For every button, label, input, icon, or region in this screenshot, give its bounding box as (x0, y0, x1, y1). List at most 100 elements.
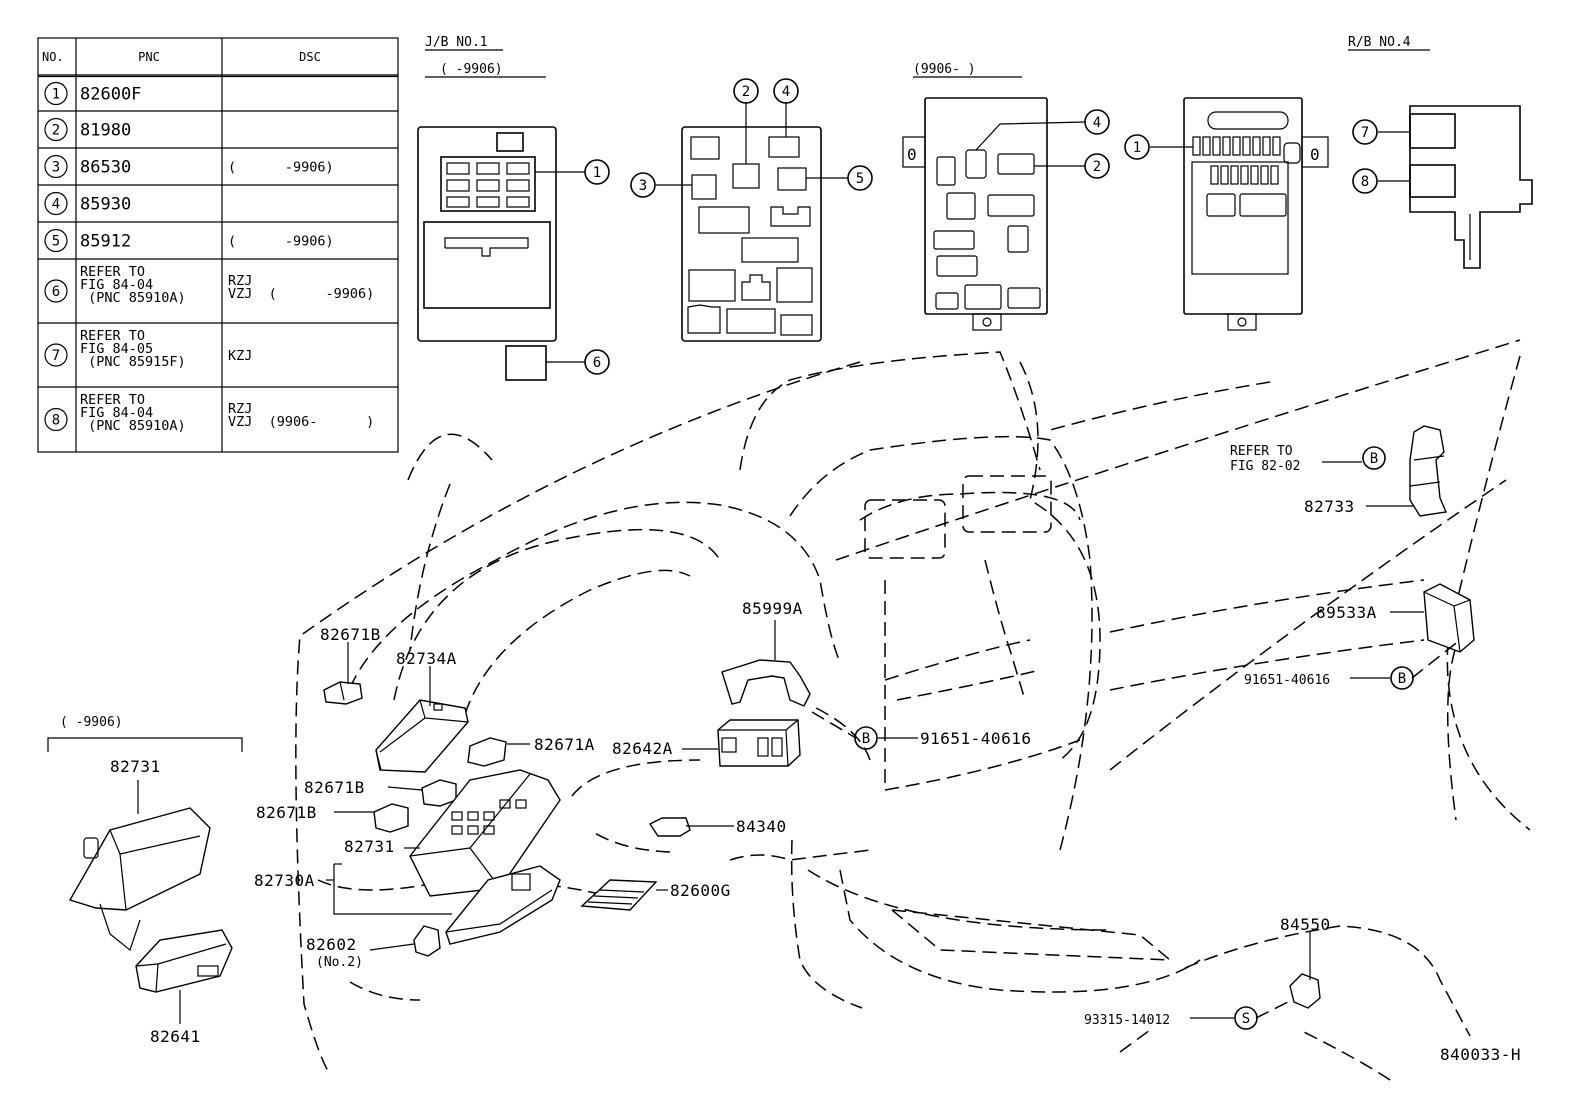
component-82734a (375, 699, 469, 773)
callout-4: 4 (773, 78, 799, 104)
label-82731-mid: 82731 (344, 837, 395, 856)
row-number: 8 (52, 413, 60, 429)
top-callouts (535, 102, 1410, 363)
row-number-circle (44, 228, 68, 253)
label-82731-left: 82731 (110, 757, 161, 776)
marker-b-top-right: B (1362, 446, 1386, 470)
label-91651-mid: 91651-40616 (920, 729, 1031, 748)
refer-line-2: FIG 82-02 (1230, 459, 1300, 474)
marker-b-mid: B (854, 726, 878, 750)
label-93315: 93315-14012 (1084, 1013, 1170, 1028)
row-dsc: VZJ ( -9906) (228, 286, 374, 302)
row-pnc: REFER TO (80, 392, 145, 408)
callout-8: 8 (1352, 168, 1378, 194)
row-pnc: (PNC 85915F) (80, 354, 186, 370)
marker-s: S (1234, 1006, 1258, 1030)
refer-line-1: REFER TO (1230, 444, 1293, 459)
callout-number: 8 (1361, 174, 1369, 190)
label-84550: 84550 (1280, 915, 1331, 934)
row-pnc: 86530 (80, 158, 131, 178)
callout-number: 1 (593, 165, 601, 181)
component-82671a (467, 737, 507, 767)
row-pnc: FIG 84-05 (80, 341, 153, 357)
label-82671b-low: 82671B (256, 803, 317, 822)
callout-number: 4 (782, 84, 790, 100)
label-82671a: 82671A (534, 735, 595, 754)
component-82671b-low (373, 803, 409, 833)
component-84340 (648, 817, 691, 837)
row-pnc: REFER TO (80, 264, 145, 280)
row-pnc: 82600F (80, 85, 141, 105)
jb-range-2: (9906- ) (913, 62, 976, 77)
callout-2: 2 (1084, 153, 1110, 179)
rb-no4-box (1409, 105, 1533, 269)
label-82642a: 82642A (612, 739, 673, 758)
marker-b-top-right-label: B (1370, 451, 1378, 467)
row-number: 2 (52, 123, 60, 139)
row-dsc: RZJ (228, 273, 252, 289)
callout-number: 2 (742, 84, 750, 100)
row-number: 7 (52, 348, 60, 364)
label-82602-sub: (No.2) (316, 955, 363, 970)
rb-no4-header: R/B NO.4 (1348, 35, 1411, 50)
row-number-circle (44, 117, 68, 142)
table-header-dsc: DSC (299, 50, 321, 64)
callout-1: 1 (584, 159, 610, 185)
table-row: 1 82600F (44, 81, 141, 106)
callout-number: 1 (1133, 140, 1141, 156)
callout-number: 6 (593, 355, 601, 371)
row-pnc: 81980 (80, 121, 131, 141)
marker-b-mid-label: B (862, 731, 870, 747)
callout-5: 5 (847, 165, 873, 191)
table-header-no: NO. (42, 50, 64, 64)
callout-number: 3 (639, 178, 647, 194)
label-82730a: 82730A (254, 871, 315, 890)
row-pnc: 85930 (80, 195, 131, 215)
callout-4: 4 (1084, 109, 1110, 135)
component-82730a-lower (445, 865, 561, 945)
component-82641 (135, 929, 233, 993)
callout-3: 3 (630, 172, 656, 198)
table-row: 4 85930 (44, 191, 131, 216)
label-85999a: 85999A (742, 599, 803, 618)
row-dsc: RZJ (228, 401, 252, 417)
label-91651-right: 91651-40616 (1244, 673, 1330, 688)
callout-number: 7 (1361, 125, 1369, 141)
jb-no1-header: J/B NO.1 (425, 35, 488, 50)
rb-center-box: 0 (1183, 97, 1329, 331)
left-inset-range: ( -9906) (60, 715, 123, 730)
callout-2: 2 (733, 78, 759, 104)
jb-late-box: 0 (902, 97, 1048, 331)
row-pnc: (PNC 85910A) (80, 418, 186, 434)
figure-code: 840033-H (1440, 1045, 1521, 1064)
label-82671b-mid: 82671B (304, 778, 365, 797)
label-82671b-top: 82671B (320, 625, 381, 644)
marker-s-label: S (1242, 1011, 1250, 1027)
marker-b-right-label: B (1398, 671, 1406, 687)
component-82602 (413, 925, 441, 957)
component-82642a (717, 719, 801, 767)
component-89533a (1423, 583, 1475, 653)
callout-6: 6 (584, 349, 610, 375)
row-pnc: 85912 (80, 232, 131, 252)
component-85999a (721, 659, 811, 707)
callout-circles: 1 6 3 2 4 5 4 2 1 7 8 (584, 78, 1378, 375)
row-number-circle (44, 407, 68, 432)
svg-text:0: 0 (907, 145, 917, 164)
label-82602: 82602 (306, 935, 357, 954)
row-number: 6 (52, 284, 60, 300)
row-pnc: REFER TO (80, 328, 145, 344)
row-number-circle (44, 191, 68, 216)
component-82671b-mid (421, 779, 457, 807)
label-84340: 84340 (736, 817, 787, 836)
callout-number: 2 (1093, 159, 1101, 175)
component-82731-left (68, 807, 211, 952)
row-number: 4 (52, 197, 60, 213)
row-number: 1 (52, 87, 60, 103)
